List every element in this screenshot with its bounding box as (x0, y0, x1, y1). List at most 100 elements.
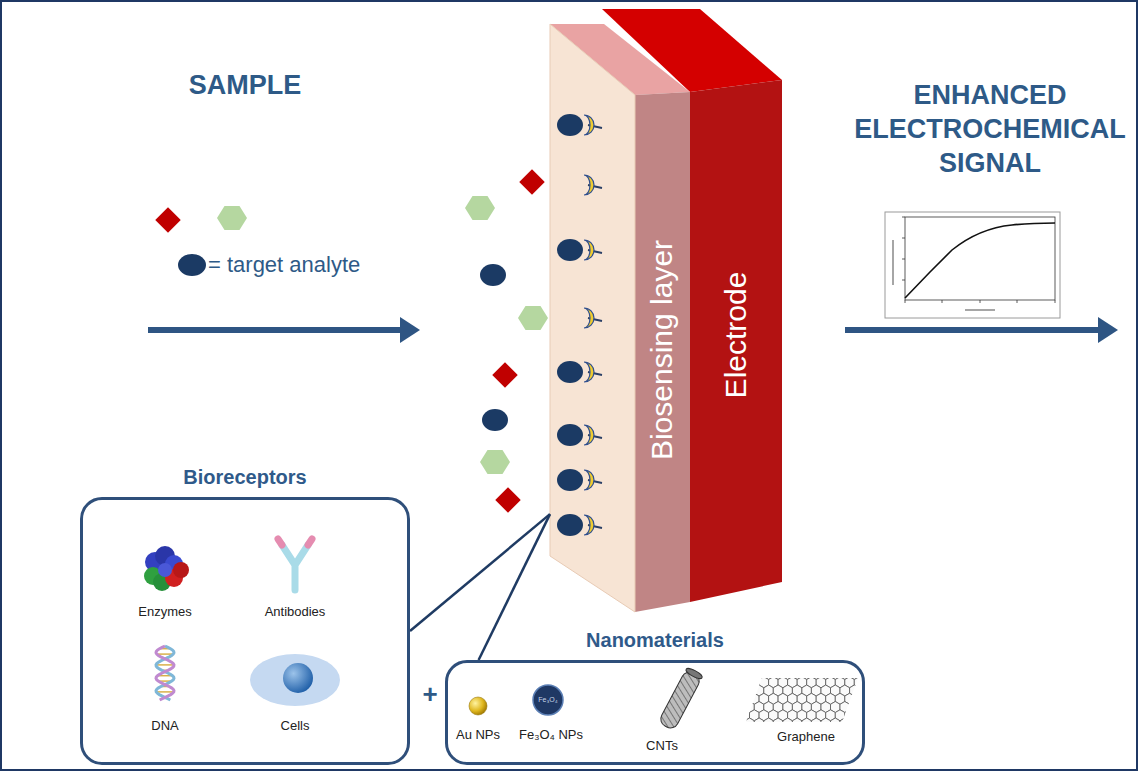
graphene-sheet-part (850, 718, 860, 729)
graphene-sheet-part (735, 669, 745, 680)
graphene-sheet-part (792, 669, 802, 680)
output-heading: ENHANCED ELECTROCHEMICAL SIGNAL (840, 79, 1138, 180)
graphene-sheet-part (845, 743, 855, 754)
graphene-sheet-part (745, 685, 755, 696)
sample-heading: SAMPLE (189, 69, 302, 101)
free-particles-part (482, 409, 508, 431)
graphene-sheet-part (788, 743, 798, 754)
graphene-sheet-part (835, 743, 845, 754)
signal-chart-part (902, 217, 1055, 303)
free-particles-part (518, 306, 548, 330)
carbon-nanotube-part (658, 669, 702, 730)
dna-icon-part (156, 664, 174, 666)
bioreceptor-array-part (584, 362, 594, 382)
legend-note: = target analyte (208, 252, 360, 278)
graphene-sheet-part (764, 735, 774, 746)
graphene-sheet-part (816, 743, 826, 754)
box-heading: Nanomaterials (448, 629, 862, 652)
free-particles-part (480, 264, 506, 286)
plus-sign: + (422, 679, 437, 710)
signal-chart-part (892, 240, 894, 285)
bioreceptor-array-part (557, 361, 583, 383)
graphene-sheet-part (750, 677, 760, 688)
graphene-sheet-part (745, 718, 755, 729)
graphene-sheet-part (754, 735, 764, 746)
graphene-sheet-part (811, 669, 821, 680)
cell-icon (250, 654, 340, 706)
item-label: Au NPs (456, 727, 500, 743)
bioreceptor-array-part (584, 240, 594, 260)
graphene-sheet-part (850, 669, 860, 680)
graphene-sheet-part (769, 743, 779, 754)
sample-arrow-part (148, 327, 404, 333)
signal-arrow (845, 317, 1118, 343)
dna-icon (156, 646, 174, 700)
bioreceptor-array-part (584, 515, 594, 535)
free-particles-part (217, 206, 247, 230)
graphene-sheet-part (740, 693, 750, 704)
item-label: Graphene (777, 729, 835, 745)
graphene-sheet-part (821, 669, 831, 680)
bioreceptor-array-part (584, 175, 594, 195)
graphene-sheet-part (735, 702, 745, 713)
graphene-sheet-part (778, 743, 788, 754)
graphene-sheet-part (802, 718, 812, 729)
graphene-sheet-part (769, 726, 779, 737)
graphene-sheet-part (840, 735, 850, 746)
signal-arrow-part (845, 327, 1102, 333)
graphene-sheet-part (864, 677, 874, 688)
leader-connector (410, 514, 550, 631)
bioreceptor-array-part (557, 424, 583, 446)
graphene-sheet-part (802, 669, 812, 680)
bioreceptor-array (557, 114, 602, 536)
graphene-sheet-part (864, 693, 874, 704)
enzyme-icon (144, 546, 189, 591)
antibody-icon-part (282, 545, 308, 590)
antibody-icon (278, 539, 312, 590)
bioreceptor-array-part (557, 469, 583, 491)
enzyme-icon-part (158, 563, 172, 577)
graphene-sheet-part (831, 718, 841, 729)
item-label: Cells (281, 718, 310, 734)
graphene-sheet-part (759, 743, 769, 754)
leader-connector (479, 514, 550, 660)
bioreceptor-array-part (584, 425, 594, 445)
box-heading: Bioreceptors (83, 466, 407, 489)
graphene-sheet-part (745, 735, 755, 746)
biosensing-layer: Biosensing layer (550, 95, 690, 600)
electrode-slab: Electrode (692, 90, 780, 595)
layer-label: Biosensing layer (645, 240, 679, 460)
graphene-sheet-part (840, 669, 850, 680)
item-label: DNA (151, 718, 178, 734)
graphene-sheet-part (797, 743, 807, 754)
free-particles-part (178, 254, 206, 276)
graphene-sheet-part (826, 743, 836, 754)
dna-icon-part (156, 646, 174, 700)
graphene-sheet-part (750, 743, 760, 754)
signal-chart-part (905, 217, 1055, 300)
cell-icon-part (283, 663, 313, 693)
graphene-sheet-part (850, 702, 860, 713)
graphene-sheet-part (864, 743, 874, 754)
signal-chart-part (885, 212, 1060, 318)
carbon-nanotube (658, 667, 703, 731)
graphene-sheet-part (807, 743, 817, 754)
bioreceptor-array-part (584, 115, 594, 135)
graphene-sheet-part (750, 726, 760, 737)
signal-chart (885, 212, 1060, 318)
antibody-icon-part (278, 539, 312, 545)
bioreceptor-array-part (584, 308, 594, 328)
graphene-sheet-part (740, 677, 750, 688)
graphene-sheet (735, 669, 873, 754)
graphene-sheet-part (764, 669, 774, 680)
free-particles-part (492, 362, 517, 387)
bioreceptor-box: Bioreceptors (80, 497, 410, 765)
free-particles-part (519, 169, 544, 194)
biosensing-slab-part (550, 24, 635, 612)
graphene-sheet-part (845, 726, 855, 737)
graphene-sheet-part (735, 718, 745, 729)
gold-nanoparticle (469, 697, 487, 715)
graphene-sheet-part (864, 710, 874, 721)
graphene-sheet-part (764, 718, 774, 729)
